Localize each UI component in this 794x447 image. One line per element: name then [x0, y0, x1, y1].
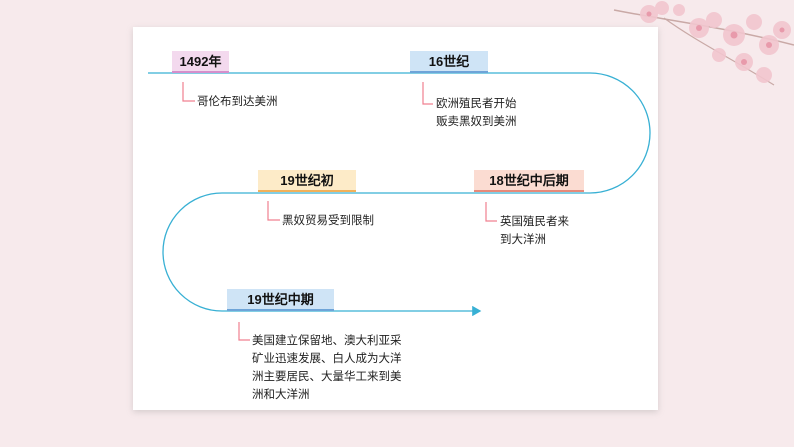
event-description-1492: 哥伦布到达美洲 [197, 94, 278, 108]
timeline-card [133, 27, 658, 410]
event-label-mid-late-18th-century: 18世纪中后期 [474, 170, 584, 192]
cherry-blossom-decoration [613, 1, 794, 86]
event-label-mid-19th-century: 19世纪中期 [227, 289, 334, 311]
event-description-mid-late-18th-century: 英国殖民者来 到大洋洲 [500, 214, 569, 246]
event-description-mid-19th-century: 美国建立保留地、澳大利亚采 矿业迅速发展、白人成为大洋 洲主要居民、大量华工来到… [252, 333, 402, 401]
event-label-1492: 1492年 [172, 51, 229, 73]
event-label-16th-century: 16世纪 [410, 51, 488, 73]
event-description-early-19th-century: 黑奴贸易受到限制 [282, 213, 374, 227]
event-label-early-19th-century: 19世纪初 [258, 170, 356, 192]
event-description-16th-century: 欧洲殖民者开始 贩卖黑奴到美洲 [436, 96, 517, 128]
